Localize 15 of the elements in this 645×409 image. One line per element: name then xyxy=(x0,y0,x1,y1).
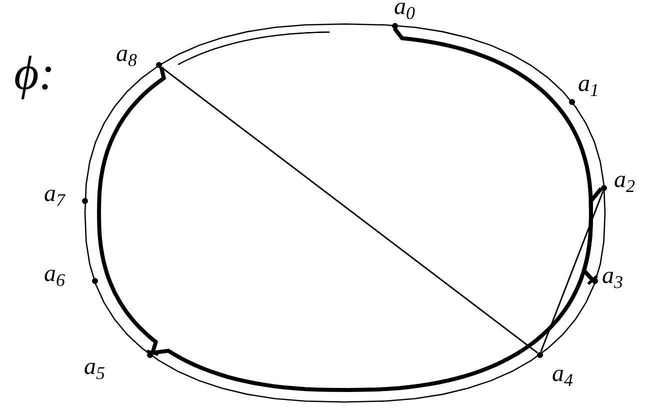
point-label: a$_{0}$ xyxy=(394,0,415,19)
path-arc xyxy=(392,27,599,286)
point-label: a$_{3}$ xyxy=(602,264,623,288)
phi-label: ϕ: xyxy=(14,50,55,98)
point-label: a$_{6}$ xyxy=(44,262,65,286)
point-label: a$_{2}$ xyxy=(614,168,635,192)
point-label: a$_{1}$ xyxy=(578,72,599,96)
chord-line xyxy=(160,66,538,354)
path-arc xyxy=(97,66,166,356)
path-arc xyxy=(152,187,603,392)
point-label: a$_{4}$ xyxy=(552,362,573,386)
point-label: a$_{5}$ xyxy=(84,355,105,379)
chord-line xyxy=(540,190,604,352)
point-label: a$_{7}$ xyxy=(44,182,65,206)
point-label: a$_{8}$ xyxy=(116,42,137,66)
